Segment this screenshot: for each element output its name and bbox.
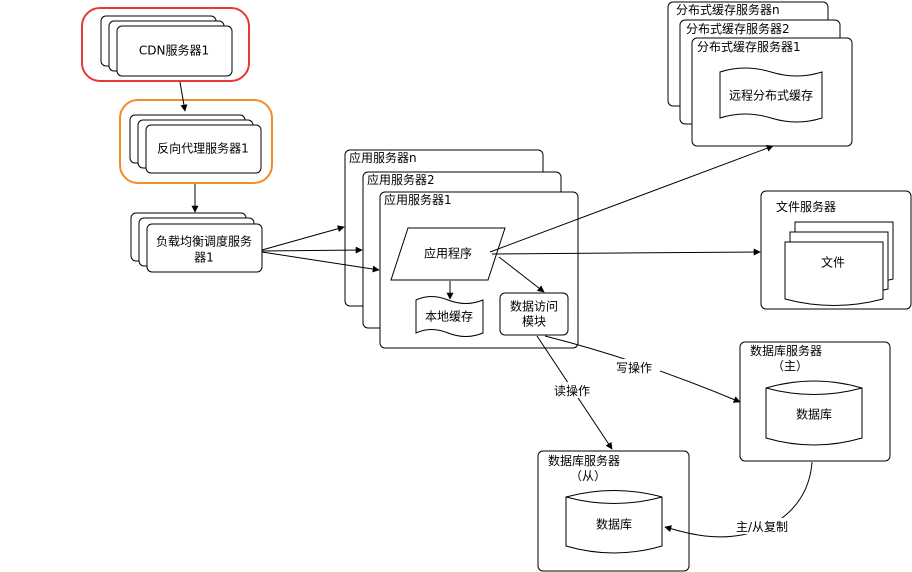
- db-master-title: 数据库服务器: [750, 343, 822, 358]
- db-slave-cylinder: [565, 490, 663, 554]
- db-slave-label: 数据库: [596, 517, 632, 532]
- data-access-label-line2: 模块: [522, 315, 546, 329]
- edge-labels: 写操作 读操作 主/从复制: [551, 359, 797, 534]
- cdn-server-label: CDN服务器1: [139, 43, 209, 58]
- app-server-group: 应用服务器n 应用服务器2 应用服务器1 应用程序 本地缓存 数据访问 模块: [344, 149, 579, 349]
- edge-app-to-data-access: [498, 256, 545, 293]
- write-label: 写操作: [616, 360, 652, 375]
- data-access-label-line1: 数据访问: [510, 299, 558, 314]
- cache-server-title-n: 分布式缓存服务器n: [676, 2, 780, 17]
- load-balancer-group: 负载均衡调度服务 器1: [130, 212, 263, 273]
- load-balancer-label-line2: 器1: [194, 251, 214, 265]
- app-program-label: 应用程序: [424, 246, 472, 261]
- file-server-group: 文件服务器 文件: [760, 190, 912, 310]
- file-server-title: 文件服务器: [776, 199, 836, 214]
- reverse-proxy-label: 反向代理服务器1: [157, 141, 249, 156]
- reverse-proxy-group: 反向代理服务器1: [129, 114, 262, 174]
- app-server-title-1: 应用服务器1: [384, 192, 452, 207]
- read-label: 读操作: [554, 383, 590, 398]
- edge-app-to-file: [491, 248, 761, 256]
- remote-cache-node: [719, 67, 823, 123]
- edge-lb-to-app-n: [261, 225, 345, 251]
- app-server-title-n: 应用服务器n: [349, 150, 417, 165]
- cdn-highlight-frame: [81, 7, 250, 82]
- load-balancer-label-line1: 负载均衡调度服务: [156, 234, 252, 249]
- data-access-node: [499, 292, 569, 336]
- cache-server-title-1: 分布式缓存服务器1: [697, 39, 801, 54]
- edge-lb-to-app-1: [261, 251, 380, 273]
- edge-app-to-remote-cache: [489, 144, 774, 253]
- db-slave-group: 数据库服务器 （从） 数据库: [537, 450, 690, 572]
- cache-server-title-2: 分布式缓存服务器2: [686, 21, 790, 36]
- db-master-cylinder: [765, 380, 863, 446]
- cache-server-group: 分布式缓存服务器n 分布式缓存服务器2 分布式缓存服务器1 远程分布式缓存: [667, 1, 853, 147]
- app-server-title-2: 应用服务器2: [367, 172, 435, 187]
- db-slave-subtitle: （从）: [570, 469, 606, 483]
- remote-cache-label: 远程分布式缓存: [729, 88, 813, 103]
- db-slave-title: 数据库服务器: [548, 453, 620, 468]
- db-master-label: 数据库: [796, 407, 832, 422]
- file-node: [784, 241, 884, 306]
- local-cache-node: [415, 296, 484, 337]
- reverse-proxy-highlight-frame: [119, 99, 273, 184]
- db-master-subtitle: （主）: [772, 359, 808, 373]
- db-master-group: 数据库服务器 （主） 数据库: [739, 341, 891, 462]
- edge-lb-to-app-2: [261, 246, 363, 254]
- edge-replicate: [664, 461, 813, 538]
- edge-cdn-to-proxy: [179, 81, 188, 112]
- cdn-server-group: CDN服务器1: [100, 15, 233, 77]
- local-cache-label: 本地缓存: [425, 310, 473, 324]
- app-program-node: [390, 227, 506, 281]
- file-label: 文件: [821, 255, 845, 270]
- replicate-label: 主/从复制: [736, 520, 788, 534]
